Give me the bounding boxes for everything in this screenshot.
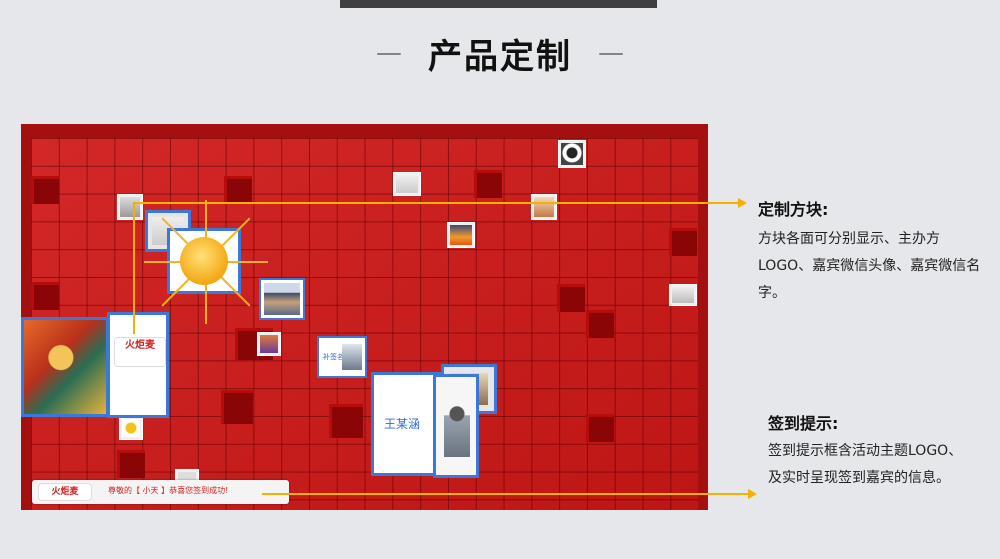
title-dash-right: — [598,38,624,68]
wall-block [586,414,614,442]
annotation-title-sign-in: 签到提示: [768,414,839,433]
wall-block [31,176,59,204]
cube-portrait-face [433,374,479,478]
guest-avatar-tile [257,332,281,356]
callout-arrow-custom-cube [738,198,747,208]
callout-line-sign-in [262,493,749,495]
guest-avatar-tile [393,172,421,196]
logo-cube: 火炬麦 [107,312,169,418]
wall-block [329,404,363,438]
sign-in-message: 尊敬的【 小天 】恭喜您签到成功! [108,486,229,495]
page-title: 产品定制 [428,36,572,77]
wall-block [117,450,145,478]
guest-avatar-tile [669,284,697,306]
wall-block [586,310,614,338]
guest-avatar-tile [119,416,143,440]
sign-in-logo: 火炬麦 [38,483,92,501]
wall-block [31,282,59,310]
wall-block [224,176,252,204]
guest-avatar-tile [531,194,557,220]
annotation-body-sign-in: 签到提示框含活动主题LOGO、及实时呈现签到嘉宾的信息。 [768,443,963,486]
name-cube-small: 补签名 [317,336,367,378]
title-row: — 产品定制 — [0,28,1000,78]
guest-avatar-tile [447,222,475,248]
callout-line-custom-cube [133,202,739,204]
title-dash-left: — [376,38,402,68]
annotation-body-custom-cube: 方块各面可分别显示、主办方LOGO、嘉宾微信头像、嘉宾微信名字。 [758,231,981,301]
wall-block [557,284,585,312]
top-decorative-bar [340,0,657,8]
guest-poster-face [21,317,109,417]
sun-face-avatar [180,237,228,285]
callout-arrow-sign-in [748,489,757,499]
annotation-title-custom-cube: 定制方块: [758,200,829,219]
callout-line-vertical [133,202,135,334]
wall-block [474,170,502,198]
sign-in-wall-screen: 补签名 王某涵 火炬麦 火炬麦 尊敬的【 小天 】恭喜您签到成功! [21,124,708,510]
wall-block [221,390,253,424]
sign-in-notice-bar: 火炬麦 尊敬的【 小天 】恭喜您签到成功! [32,480,289,504]
photo-cube [259,278,305,320]
sun-avatar-cube [144,200,268,324]
cube-logo: 火炬麦 [114,337,166,367]
guest-avatar-tile [117,194,143,220]
guest-avatar-tile [558,140,586,168]
wall-block [669,228,697,256]
